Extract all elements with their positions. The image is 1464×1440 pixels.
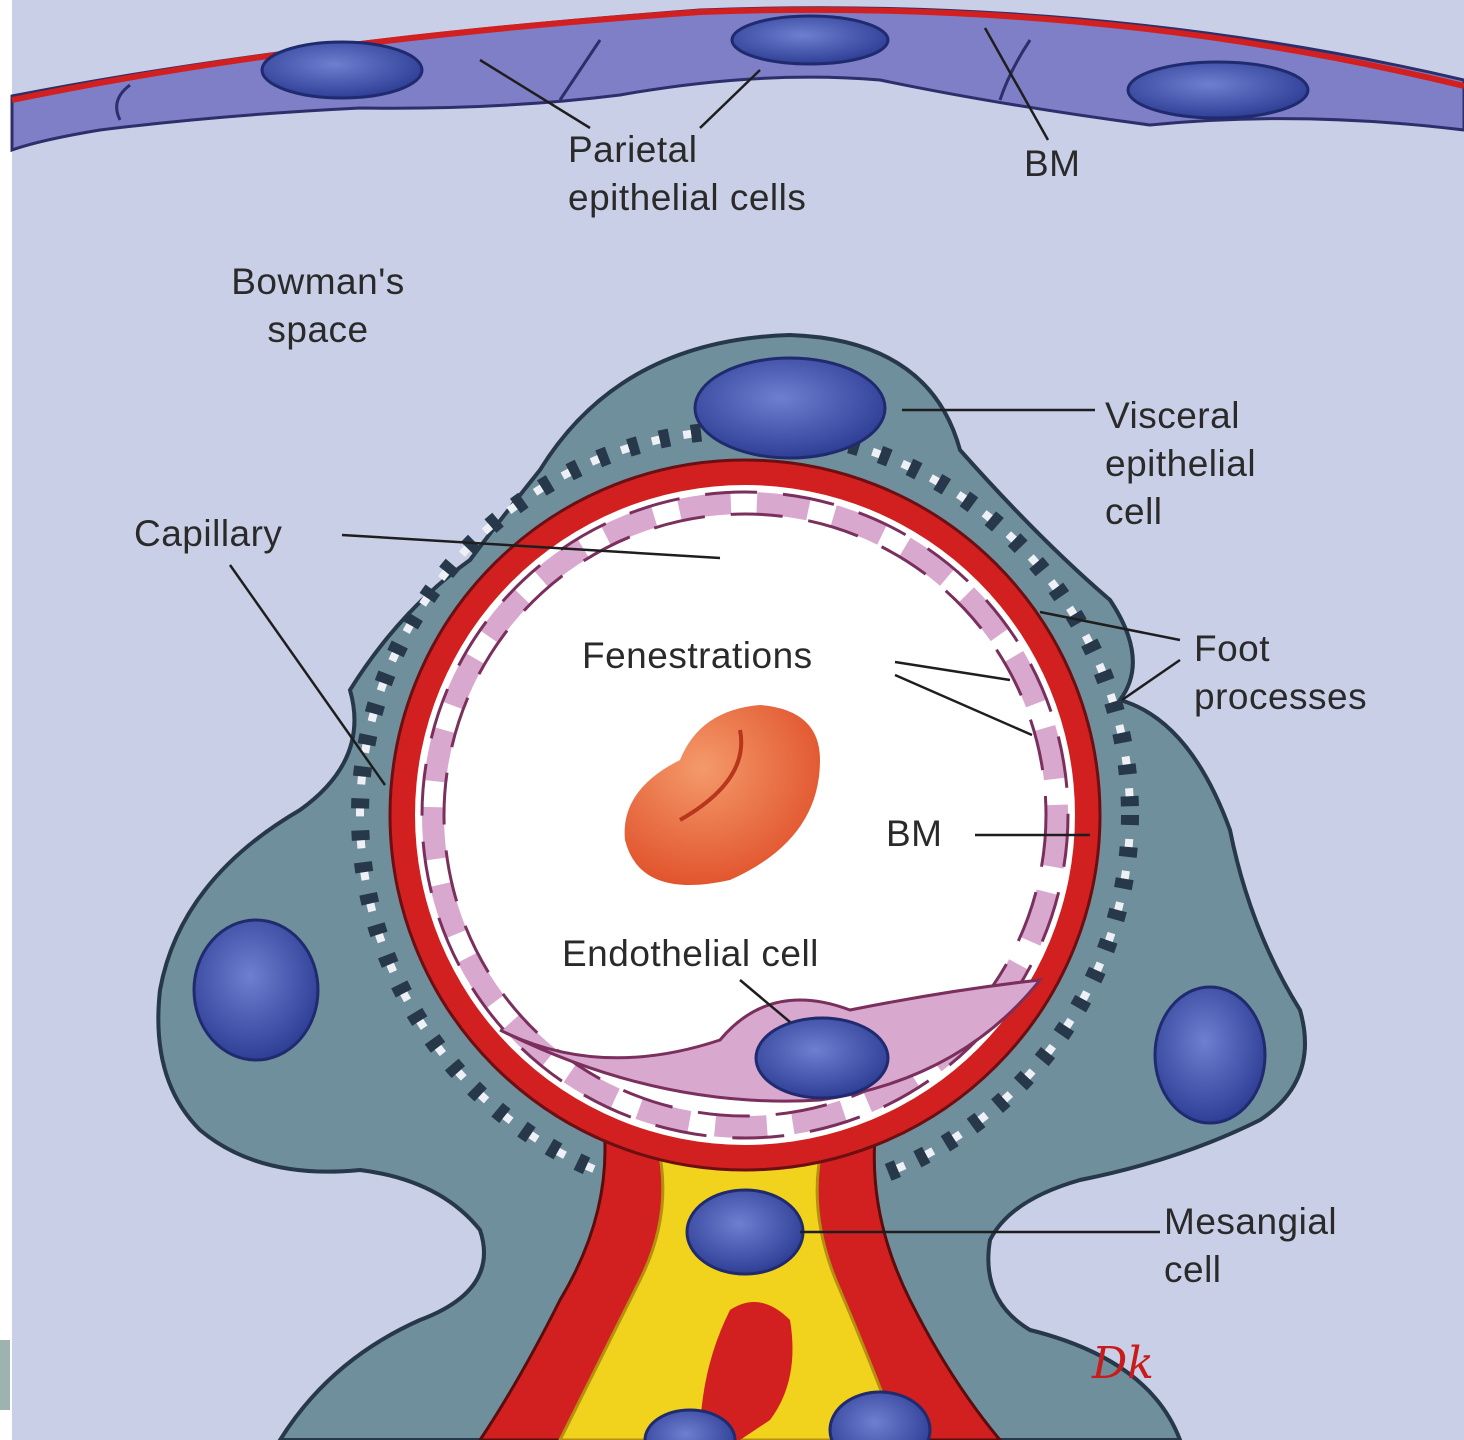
mesangial-label-line1: Mesangial [1164,1198,1337,1246]
visceral-nucleus [695,358,885,458]
left-margin [0,0,12,1440]
bowmans-label-line1: Bowman's [198,258,438,306]
bm-top-label: BM [1024,140,1081,188]
parietal-nucleus [732,16,888,64]
foot-processes-label: Foot processes [1194,625,1367,721]
parietal-nucleus [1128,62,1308,118]
fenestrations-label: Fenestrations [582,632,813,680]
visceral-label-line3: cell [1105,488,1256,536]
visceral-label-line2: epithelial [1105,440,1256,488]
artist-signature: Dk [1092,1338,1154,1389]
parietal-epithelial-label: Parietal epithelial cells [568,126,806,222]
endothelial-label: Endothelial cell [562,930,819,978]
podocyte-nucleus-right [1155,987,1265,1123]
bowmans-space-label: Bowman's space [198,258,438,354]
foot-label-line1: Foot [1194,625,1367,673]
parietal-nucleus [262,42,422,98]
bm-inner-label: BM [886,810,943,858]
mesangial-label-line2: cell [1164,1246,1337,1294]
mesangial-nucleus [687,1190,803,1274]
podocyte-nucleus-left [194,920,318,1060]
visceral-epithelial-label: Visceral epithelial cell [1105,392,1256,536]
mesangial-label: Mesangial cell [1164,1198,1337,1294]
visceral-label-line1: Visceral [1105,392,1256,440]
foot-label-line2: processes [1194,673,1367,721]
parietal-label-line1: Parietal [568,126,806,174]
bowmans-label-line2: space [198,306,438,354]
endothelial-nucleus [756,1018,888,1098]
parietal-label-line2: epithelial cells [568,174,806,222]
slide-accent [0,1340,10,1410]
capillary-label: Capillary [134,510,282,558]
